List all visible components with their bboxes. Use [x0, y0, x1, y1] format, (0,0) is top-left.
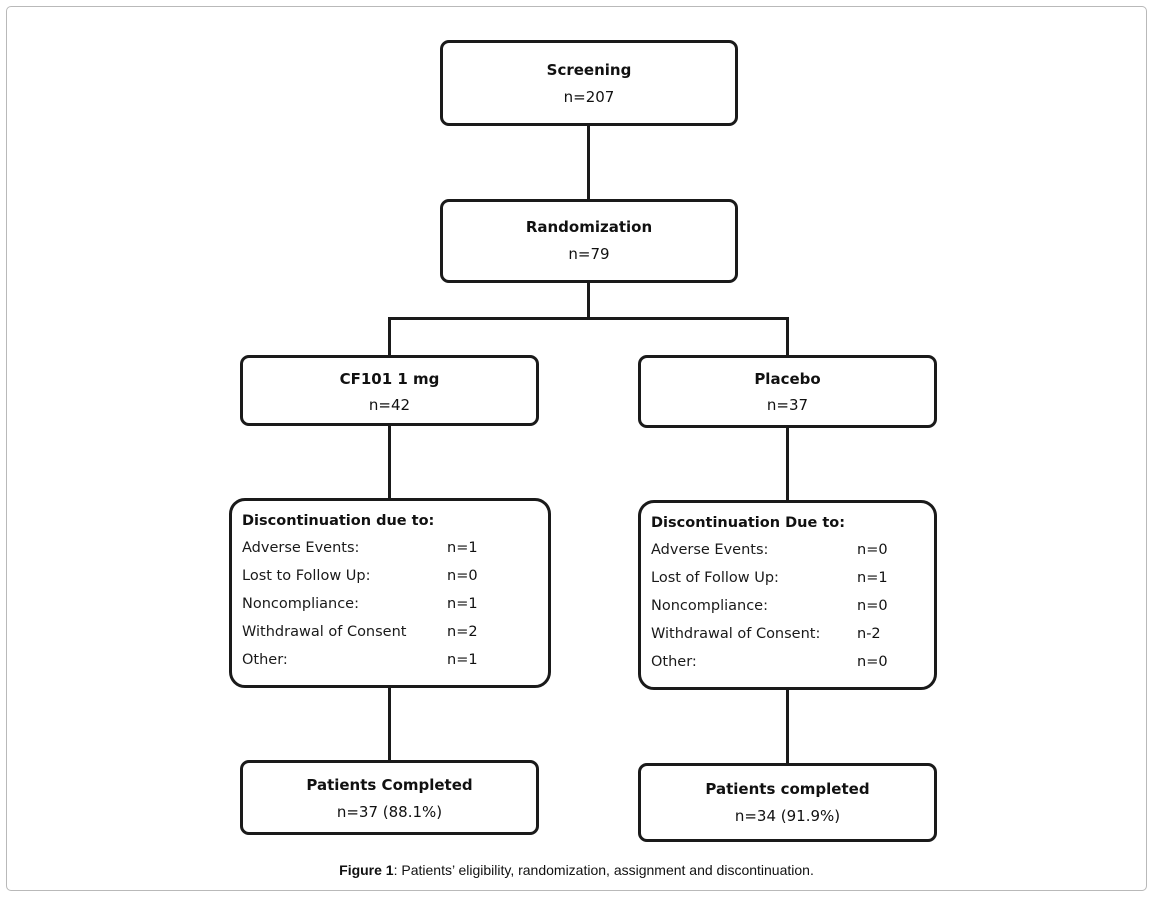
discontinuation-row: Lost to Follow Up: n=0	[242, 562, 548, 590]
screening-count: n=207	[563, 88, 615, 106]
cf101-discontinuation-title: Discontinuation due to:	[242, 513, 435, 529]
reason-count: n=0	[857, 654, 888, 670]
reason-label: Lost of Follow Up:	[651, 570, 779, 586]
discontinuation-row: Noncompliance: n=1	[242, 590, 548, 618]
randomization-box: Randomization n=79	[440, 199, 738, 283]
reason-label: Withdrawal of Consent	[242, 624, 407, 640]
reason-label: Noncompliance:	[651, 598, 768, 614]
connector-left-discontinuation-completed	[388, 686, 391, 762]
discontinuation-row: Withdrawal of Consent n=2	[242, 618, 548, 646]
connector-horizontal-split	[388, 317, 789, 320]
cf101-arm-box: CF101 1 mg n=42	[240, 355, 539, 426]
connector-left-arm-discontinuation	[388, 424, 391, 500]
reason-count: n=0	[857, 542, 888, 558]
connector-split-right-arm	[786, 317, 789, 357]
figure-frame	[6, 6, 1147, 891]
reason-label: Withdrawal of Consent:	[651, 626, 821, 642]
figure-caption-text: : Patients’ eligibility, randomization, …	[393, 862, 814, 878]
reason-label: Other:	[651, 654, 697, 670]
placebo-arm-title: Placebo	[754, 370, 821, 388]
reason-count: n=1	[857, 570, 888, 586]
figure-caption: Figure 1: Patients’ eligibility, randomi…	[0, 862, 1153, 878]
figure-caption-label: Figure 1	[339, 862, 394, 878]
randomization-title: Randomization	[525, 218, 653, 236]
reason-count: n=0	[857, 598, 888, 614]
cf101-completed-count: n=37 (88.1%)	[336, 803, 443, 821]
placebo-completed-count: n=34 (91.9%)	[734, 807, 841, 825]
cf101-completed-title: Patients Completed	[306, 776, 473, 794]
connector-screening-randomization	[587, 124, 590, 201]
reason-count: n=1	[447, 540, 478, 556]
cf101-completed-box: Patients Completed n=37 (88.1%)	[240, 760, 539, 835]
randomization-count: n=79	[568, 245, 610, 263]
reason-label: Adverse Events:	[651, 542, 769, 558]
reason-label: Adverse Events:	[242, 540, 360, 556]
reason-label: Other:	[242, 652, 288, 668]
placebo-discontinuation-title: Discontinuation Due to:	[651, 515, 846, 531]
connector-split-left-arm	[388, 317, 391, 357]
connector-randomization-split	[587, 281, 590, 319]
screening-title: Screening	[546, 61, 632, 79]
cf101-arm-count: n=42	[368, 396, 411, 414]
cf101-discontinuation-box: Discontinuation due to: Adverse Events: …	[229, 498, 551, 688]
placebo-completed-box: Patients completed n=34 (91.9%)	[638, 763, 937, 842]
reason-count: n-2	[857, 626, 881, 642]
reason-count: n=2	[447, 624, 478, 640]
reason-label: Lost to Follow Up:	[242, 568, 371, 584]
discontinuation-row: Adverse Events: n=0	[651, 536, 934, 564]
placebo-completed-title: Patients completed	[705, 780, 870, 798]
connector-right-discontinuation-completed	[786, 688, 789, 765]
discontinuation-row: Other: n=1	[242, 646, 548, 674]
connector-right-arm-discontinuation	[786, 426, 789, 502]
discontinuation-row: Adverse Events: n=1	[242, 534, 548, 562]
placebo-arm-box: Placebo n=37	[638, 355, 937, 428]
reason-label: Noncompliance:	[242, 596, 359, 612]
discontinuation-row: Noncompliance: n=0	[651, 592, 934, 620]
discontinuation-row: Other: n=0	[651, 648, 934, 676]
discontinuation-row: Withdrawal of Consent: n-2	[651, 620, 934, 648]
cf101-arm-title: CF101 1 mg	[339, 370, 440, 388]
reason-count: n=0	[447, 568, 478, 584]
screening-box: Screening n=207	[440, 40, 738, 126]
reason-count: n=1	[447, 652, 478, 668]
reason-count: n=1	[447, 596, 478, 612]
placebo-arm-count: n=37	[766, 396, 809, 414]
discontinuation-row: Lost of Follow Up: n=1	[651, 564, 934, 592]
placebo-discontinuation-box: Discontinuation Due to: Adverse Events: …	[638, 500, 937, 690]
